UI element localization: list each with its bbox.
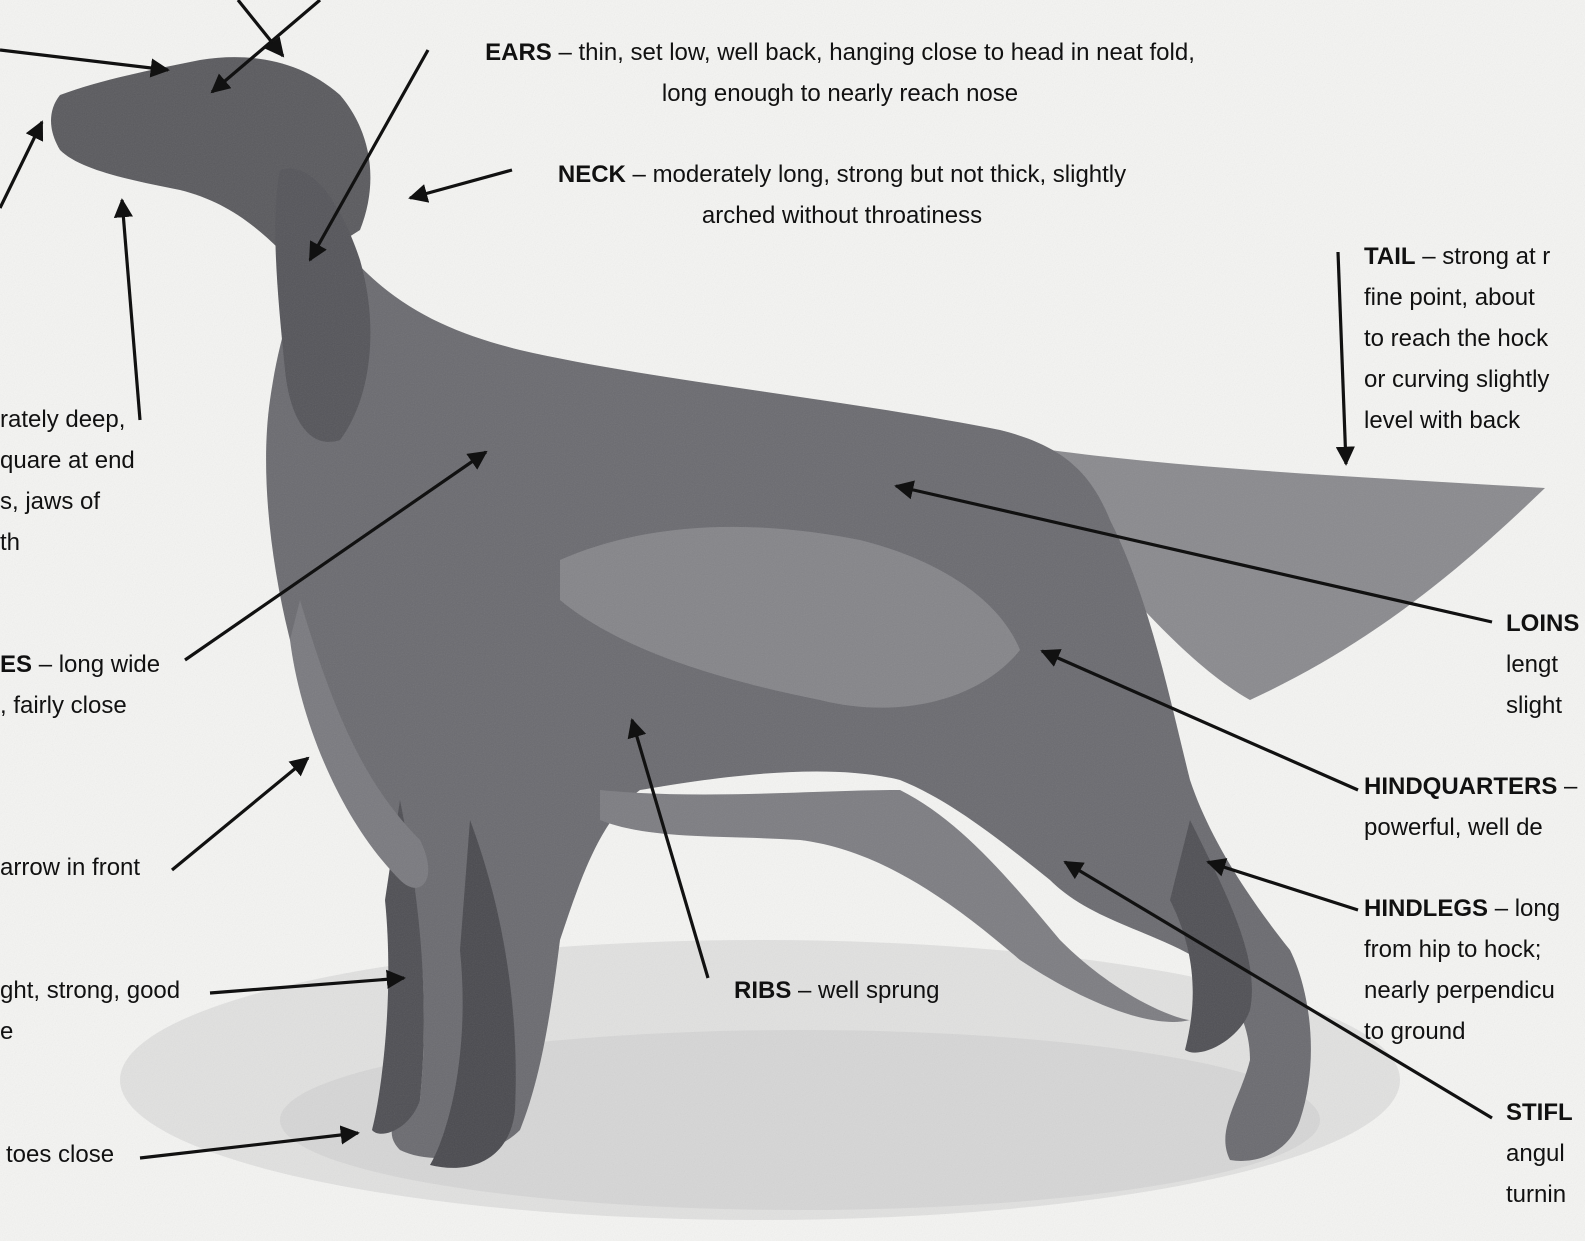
- stifle-label: STIFL angul turnin: [1506, 1092, 1573, 1215]
- ears-term: EARS: [485, 39, 552, 66]
- hindlegs-line-4: to ground: [1364, 1011, 1560, 1052]
- shoulders-line-1: – long wide: [39, 651, 160, 678]
- forelegs-label: ght, strong, good e: [0, 970, 180, 1052]
- stifle-line-1: angul: [1506, 1133, 1573, 1174]
- tail-line-3: to reach the hock: [1364, 318, 1550, 359]
- feet-label: toes close: [6, 1134, 114, 1175]
- neck-label: NECK – moderately long, strong but not t…: [520, 154, 1164, 236]
- forelegs-line-2: e: [0, 1011, 180, 1052]
- neck-term: NECK: [558, 161, 626, 188]
- tail-line-5: level with back: [1364, 400, 1550, 441]
- ribs-term: RIBS: [734, 977, 791, 1004]
- hindlegs-term: HINDLEGS: [1364, 895, 1488, 922]
- muzzle-label: rately deep, quare at end s, jaws of th: [0, 399, 135, 563]
- tail-line-4: or curving slightly: [1364, 359, 1550, 400]
- tail-line-1: – strong at r: [1422, 243, 1550, 270]
- shoulders-label: ES – long wide , fairly close: [0, 644, 160, 726]
- muzzle-line-3: s, jaws of: [0, 481, 135, 522]
- neck-line-2: arched without throatiness: [520, 195, 1164, 236]
- muzzle-line-1: rately deep,: [0, 399, 135, 440]
- loins-label: LOINS lengt slight: [1506, 603, 1579, 726]
- forelegs-line-1: ght, strong, good: [0, 970, 180, 1011]
- loins-line-1: lengt: [1506, 644, 1579, 685]
- chest-label: arrow in front: [0, 847, 140, 888]
- ribs-label: RIBS – well sprung: [734, 970, 939, 1011]
- stifle-term: STIFL: [1506, 1099, 1573, 1126]
- shoulders-term: ES: [0, 651, 32, 678]
- hindlegs-line-2: from hip to hock;: [1364, 929, 1560, 970]
- hindquarters-label: HINDQUARTERS – powerful, well de: [1364, 766, 1577, 848]
- ears-line-1: – thin, set low, well back, hanging clos…: [558, 39, 1194, 66]
- loins-term: LOINS: [1506, 610, 1579, 637]
- tail-term: TAIL: [1364, 243, 1416, 270]
- hindquarters-line-2: powerful, well de: [1364, 807, 1577, 848]
- hindquarters-line-1: –: [1564, 773, 1577, 800]
- hindlegs-label: HINDLEGS – long from hip to hock; nearly…: [1364, 888, 1560, 1052]
- tail-label: TAIL – strong at r fine point, about to …: [1364, 236, 1550, 441]
- feet-line-1: toes close: [6, 1134, 114, 1175]
- tail-line-2: fine point, about: [1364, 277, 1550, 318]
- stifle-line-2: turnin: [1506, 1174, 1573, 1215]
- chest-line-1: arrow in front: [0, 847, 140, 888]
- neck-line-1: – moderately long, strong but not thick,…: [633, 161, 1127, 188]
- ears-label: EARS – thin, set low, well back, hanging…: [440, 32, 1240, 114]
- muzzle-line-2: quare at end: [0, 440, 135, 481]
- ribs-line-1: – well sprung: [798, 977, 939, 1004]
- hindlegs-line-3: nearly perpendicu: [1364, 970, 1560, 1011]
- shoulders-line-2: , fairly close: [0, 685, 160, 726]
- hindquarters-term: HINDQUARTERS: [1364, 773, 1557, 800]
- loins-line-2: slight: [1506, 685, 1579, 726]
- ears-line-2: long enough to nearly reach nose: [440, 73, 1240, 114]
- hindlegs-line-1: – long: [1495, 895, 1560, 922]
- muzzle-line-4: th: [0, 522, 135, 563]
